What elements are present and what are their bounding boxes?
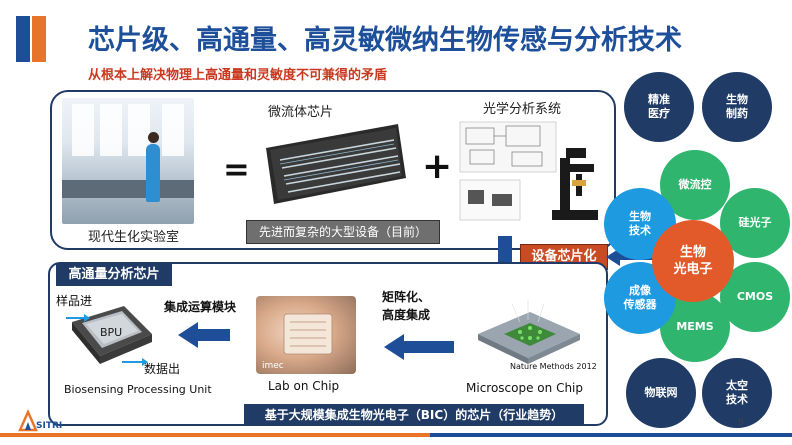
header-bar-blue xyxy=(16,16,30,62)
microscope-on-chip-image xyxy=(478,300,580,364)
matrix-label-line2: 高度集成 xyxy=(382,308,431,322)
integration-module-label: 集成运算模块 xyxy=(164,300,237,314)
sitri-logo: SITRI xyxy=(18,409,62,432)
circle-biophotonics-center: 生物 光电子 xyxy=(652,220,734,302)
slide-subtitle: 从根本上解决物理上高通量和灵敏度不可兼得的矛盾 xyxy=(88,68,388,83)
current-equipment-caption: 先进而复杂的大型设备（目前） xyxy=(246,220,440,244)
bpu-chip-image: BPU xyxy=(66,306,152,366)
lab-on-chip-caption: Lab on Chip xyxy=(268,379,340,393)
header-bar-orange xyxy=(32,16,46,62)
circle-iot: 物联网 xyxy=(626,358,696,428)
microfluidic-chip-label: 微流体芯片 xyxy=(268,105,334,120)
left-arrow-icon xyxy=(384,334,454,360)
footer-rule-orange xyxy=(0,433,430,437)
circle-biotech: 生物 技术 xyxy=(604,188,676,260)
plus-sign: + xyxy=(422,146,453,187)
matrix-label-line1: 矩阵化、 xyxy=(382,290,431,304)
modern-lab-photo xyxy=(62,98,194,224)
page-number: 9 xyxy=(738,418,744,428)
imec-mark: imec xyxy=(262,361,284,371)
microfluidic-chip-image xyxy=(266,124,406,204)
microscope-on-chip-caption: Microscope on Chip xyxy=(466,381,583,395)
circle-biopharma: 生物 制药 xyxy=(702,72,772,142)
lab-on-chip-photo: imec xyxy=(256,296,356,374)
slide-title: 芯片级、高通量、高灵敏微纳生物传感与分析技术 xyxy=(88,25,682,56)
matrix-integration-label: 矩阵化、 高度集成 xyxy=(382,288,430,324)
optical-system-image xyxy=(459,121,598,221)
optical-system-label: 光学分析系统 xyxy=(483,102,562,117)
sample-in-label: 样品进 xyxy=(56,294,93,308)
nature-methods-ref: Nature Methods 2012 xyxy=(510,362,597,371)
footer-rule-blue xyxy=(430,433,792,437)
lab-caption: 现代生化实验室 xyxy=(88,230,180,245)
circle-precision-medicine: 精准 医疗 xyxy=(624,72,694,142)
bpu-caption: Biosensing Processing Unit xyxy=(64,383,212,396)
left-arrow-icon xyxy=(178,322,230,348)
bpu-text: BPU xyxy=(100,326,122,339)
data-out-label: 数据出 xyxy=(144,362,181,376)
circle-silicon-photonics: 硅光子 xyxy=(720,188,790,258)
circle-space-tech: 太空 技术 xyxy=(702,358,772,428)
equals-sign: = xyxy=(223,150,250,188)
industry-trend-banner: 基于大规模集成生物光电子（BIC）的芯片（行业趋势） xyxy=(244,404,584,426)
high-throughput-chip-label: 高通量分析芯片 xyxy=(56,264,172,286)
sitri-logo-text: SITRI xyxy=(36,421,62,431)
